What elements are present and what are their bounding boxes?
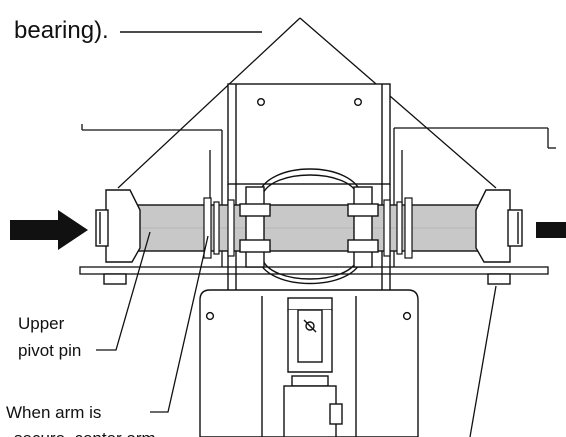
label-upper-pivot-line2: pivot pin <box>18 341 81 360</box>
center-upright-bracket <box>227 83 391 290</box>
lower-plate <box>79 266 549 275</box>
right-bearing <box>475 189 523 285</box>
force-arrow-right <box>536 222 566 238</box>
leader-lower-right-nut <box>469 285 497 437</box>
leader-line-right-bearing <box>299 17 497 189</box>
leader-arm-secure <box>150 235 209 413</box>
label-arm-line1: When arm is <box>6 403 101 422</box>
left-bearing <box>95 189 141 285</box>
lower-arm-housing <box>199 289 419 437</box>
label-upper-pivot-line1: Upper <box>18 314 65 333</box>
callout-top-text: bearing). <box>14 17 109 44</box>
leader-line-left-bearing <box>117 17 301 189</box>
force-arrow-left <box>10 210 88 250</box>
pin-washers <box>203 197 413 259</box>
clamp-blocks <box>239 186 379 268</box>
upper-pivot-pin <box>127 204 489 252</box>
pin-clamp <box>257 168 363 285</box>
label-arm-line2: secure, center arm <box>14 429 156 437</box>
leader-upper-pivot-pin <box>96 231 151 351</box>
